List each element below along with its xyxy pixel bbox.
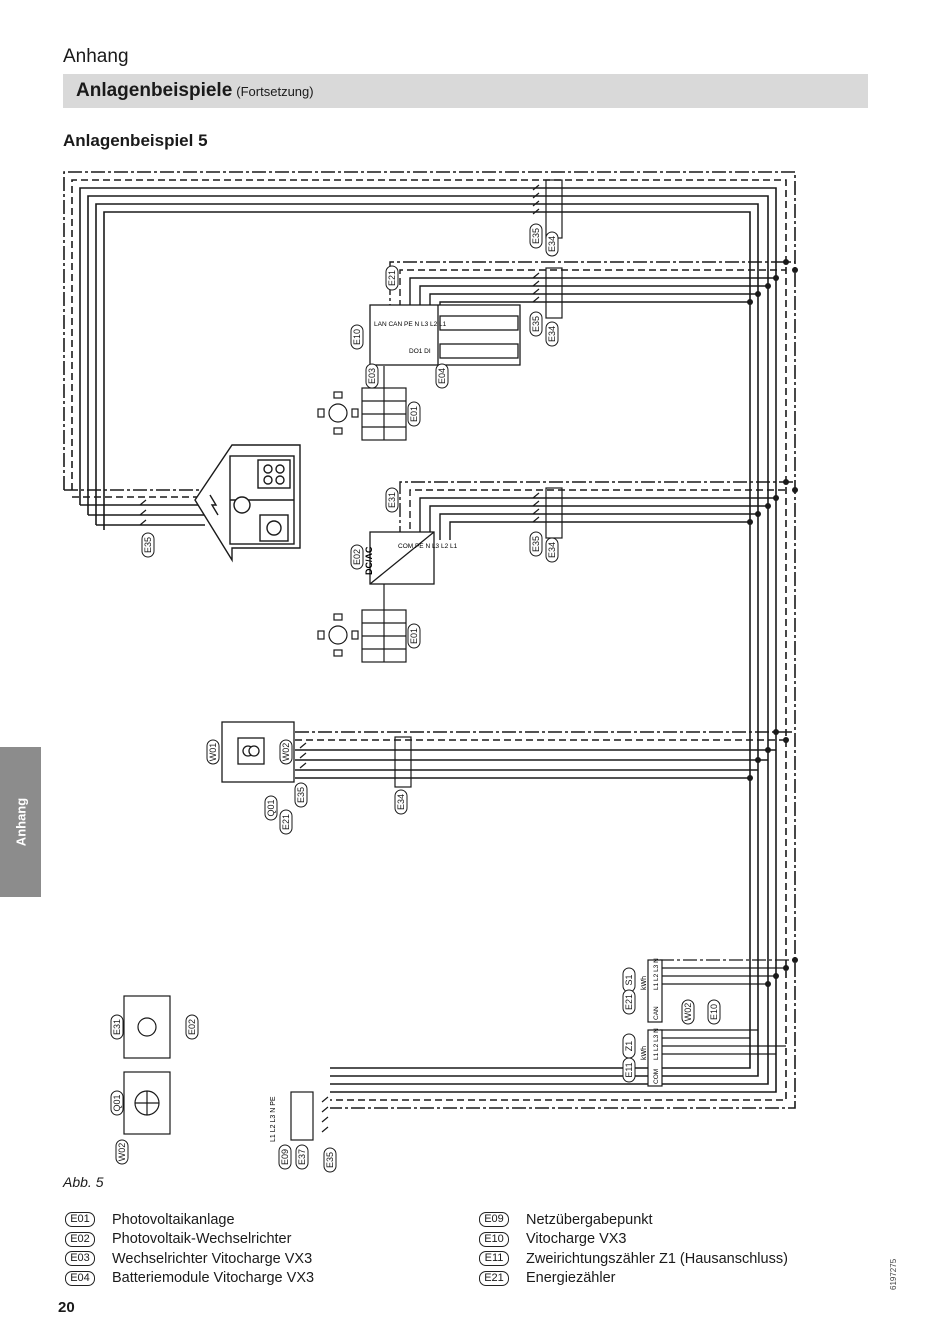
tag-z1: Z1 <box>624 1041 634 1052</box>
tag-e21-1: E21 <box>387 270 397 286</box>
legend-text: Zweirichtungszähler Z1 (Hausanschluss) <box>526 1250 788 1267</box>
tag-e10-1: E10 <box>352 329 362 345</box>
grid-terminals: L1 L2 L3 N PE <box>270 1096 277 1142</box>
legend-text: Photovoltaikanlage <box>112 1211 235 1228</box>
title-bar: Anlagenbeispiele(Fortsetzung) <box>63 74 868 108</box>
tag-s1: S1 <box>624 974 634 985</box>
vx3-io: DO1 DI <box>409 348 431 355</box>
tag-e37: E37 <box>297 1149 307 1165</box>
legend-code: E10 <box>479 1231 509 1247</box>
legend-item: E10 Vitocharge VX3 <box>479 1230 788 1250</box>
tag-e03: E03 <box>367 368 377 384</box>
tag-e35-house: E35 <box>143 537 153 553</box>
tag-e10-2: E10 <box>709 1004 719 1020</box>
legend-text: Photovoltaik-Wechselrichter <box>112 1231 292 1248</box>
section-label: Anhang <box>63 46 129 67</box>
page-title-text: Anlagenbeispiele <box>76 80 233 101</box>
side-tab[interactable]: Anhang <box>0 747 41 897</box>
legend-item: E09 Netzübergabepunkt <box>479 1210 788 1230</box>
vx3-ports: LAN CAN PE N L3 L2 L1 <box>374 321 447 328</box>
meter-z1-unit: kWh <box>641 1046 648 1060</box>
legend-code: E11 <box>479 1251 509 1267</box>
tag-e02: E02 <box>352 549 362 565</box>
tag-e35-4: E35 <box>296 787 306 803</box>
legend-text: Vitocharge VX3 <box>526 1231 627 1248</box>
tag-e01-1: E01 <box>409 406 419 422</box>
legend-item: E04 Batteriemodule Vitocharge VX3 <box>65 1269 314 1289</box>
figure-caption: Abb. 5 <box>63 1174 104 1190</box>
legend-code: E21 <box>479 1270 509 1286</box>
meter-z1-com: COM <box>653 1069 660 1084</box>
legend-code: E04 <box>65 1270 95 1286</box>
tag-e09: E09 <box>280 1149 290 1165</box>
legend-right: E09 Netzübergabepunkt E10 Vitocharge VX3 E… <box>479 1210 788 1288</box>
tag-e35-5: E35 <box>325 1152 335 1168</box>
meter-z1-terminals: L1 L2 L3 N <box>653 1028 660 1060</box>
legend-item: E21 Energiezähler <box>479 1269 788 1289</box>
legend-left: E01 Photovoltaikanlage E02 Photovoltaik-We… <box>65 1210 314 1288</box>
legend-item: E03 Wechselrichter Vitocharge VX3 <box>65 1249 314 1269</box>
tag-e02-legend: E02 <box>187 1019 197 1035</box>
tag-e01-2: E01 <box>409 628 419 644</box>
legend-text: Netzübergabepunkt <box>526 1211 653 1228</box>
tag-w02-1: W02 <box>281 743 291 762</box>
legend-text: Batteriemodule Vitocharge VX3 <box>112 1270 315 1287</box>
tag-e31-legend: E31 <box>112 1019 122 1035</box>
tag-e35-1: E35 <box>531 228 541 244</box>
tag-e34-3: E34 <box>547 542 557 558</box>
meter-s1-terminals: L1 L2 L3 N <box>653 958 660 990</box>
tag-e34-4: E34 <box>396 794 406 810</box>
pv-inverter-label: DC/AC <box>364 546 374 575</box>
tag-e34-1: E34 <box>547 236 557 252</box>
tag-e21-3: E21 <box>624 994 634 1010</box>
page-title-suffix: (Fortsetzung) <box>236 84 314 99</box>
tag-w02-2: W02 <box>683 1003 693 1022</box>
pv-inverter-ports: COM PE N L3 L2 L1 <box>398 543 458 550</box>
tag-e34-2: E34 <box>547 326 557 342</box>
legend-item: E11 Zweirichtungszähler Z1 (Hausanschluss… <box>479 1249 788 1269</box>
example-subtitle: Anlagenbeispiel 5 <box>63 131 208 150</box>
document-number: 6197275 <box>889 1258 898 1290</box>
meter-s1-unit: kWh <box>641 976 648 990</box>
page-number: 20 <box>58 1299 75 1316</box>
legend-text: Energiezähler <box>526 1270 616 1287</box>
page-title: Anlagenbeispiele(Fortsetzung) <box>76 80 314 102</box>
tag-q01-2: Q01 <box>112 1094 122 1111</box>
legend-text: Wechselrichter Vitocharge VX3 <box>112 1250 313 1267</box>
legend-code: E03 <box>65 1251 95 1267</box>
tag-w02-3: W02 <box>117 1143 127 1162</box>
tag-w01: W01 <box>208 743 218 762</box>
legend-code: E02 <box>65 1231 95 1247</box>
tag-q01-1: Q01 <box>266 799 276 816</box>
tag-e11: E11 <box>624 1062 634 1077</box>
meter-s1-com: CAN <box>653 1006 660 1020</box>
legend-item: E01 Photovoltaikanlage <box>65 1210 314 1230</box>
legend-code: E09 <box>479 1212 509 1228</box>
tag-e21-2: E21 <box>281 814 291 830</box>
tag-e35-3: E35 <box>531 536 541 552</box>
legend-code: E01 <box>65 1212 95 1228</box>
tag-e04: E04 <box>437 368 447 384</box>
tag-e31: E31 <box>387 492 397 508</box>
tag-e35-2: E35 <box>531 316 541 332</box>
legend-item: E02 Photovoltaik-Wechselrichter <box>65 1230 314 1250</box>
